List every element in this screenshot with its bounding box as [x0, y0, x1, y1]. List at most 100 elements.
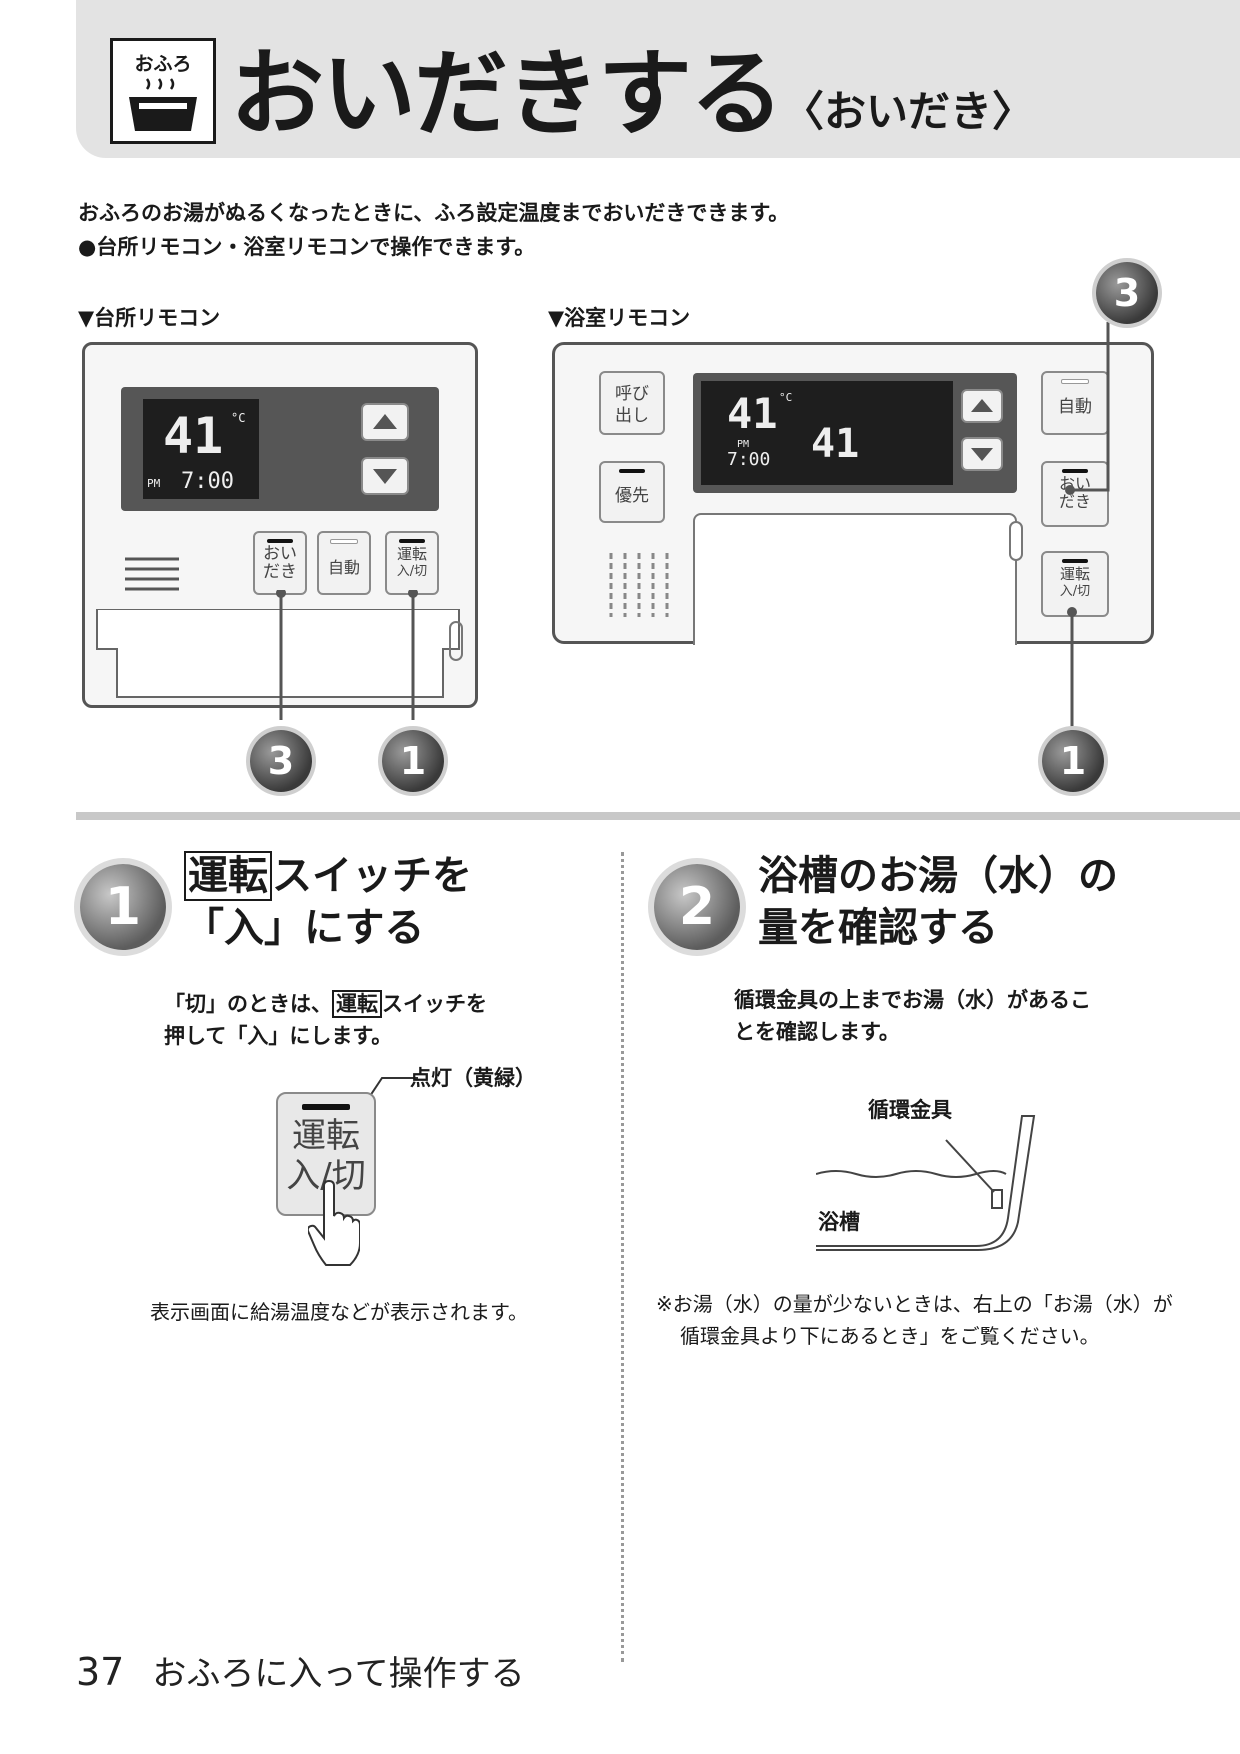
intro-text: おふろのお湯がぬるくなったときに、ふろ設定温度までおいだきできます。 ●台所リモ…	[78, 196, 789, 264]
up-arrow-icon	[971, 399, 993, 412]
call-label-2: 出し	[615, 406, 649, 426]
kitchen-power-button[interactable]: 運転 入/切	[385, 531, 439, 595]
kitchen-lcd-screen: 41 °C PM 7:00	[143, 399, 259, 499]
bath-tub-temp-readout: 41	[811, 421, 860, 467]
kitchen-auto-button[interactable]: 自動	[317, 531, 371, 595]
bath-oidaki-button[interactable]: おい だき	[1041, 461, 1109, 527]
step-1-body: 「切」のときは、運転スイッチを 押して「入」にします。	[164, 988, 487, 1052]
intro-line-2: ●台所リモコン・浴室リモコンで操作できます。	[78, 235, 536, 259]
power-lamp	[1062, 559, 1088, 563]
kitchen-latch	[449, 621, 463, 661]
step-1-title-line-1: 運転スイッチを	[184, 850, 472, 902]
step-2-title: 浴槽のお湯（水）の 量を確認する	[758, 850, 1118, 954]
bath-temp-readout: 41	[727, 389, 778, 438]
power-label-2: 入/切	[396, 564, 428, 579]
step-2-body-line-2: とを確認します。	[734, 1020, 900, 1044]
bath-category-icon: おふろ	[110, 38, 216, 144]
priority-label: 優先	[615, 486, 649, 506]
kitchen-time: 7:00	[181, 469, 234, 494]
step-1-btn-label-1: 運転	[292, 1116, 360, 1156]
speaker-grille-icon	[125, 557, 179, 591]
pointing-finger-icon	[308, 1180, 360, 1266]
step-2-title-line-1: 浴槽のお湯（水）の	[758, 853, 1118, 899]
bath-leader-lines	[1065, 322, 1110, 732]
power-label-1: 運転	[396, 545, 427, 563]
section-divider	[76, 812, 1240, 820]
step-1-title-rest: スイッチを	[272, 853, 472, 899]
bath-ampm: PM	[737, 439, 750, 450]
page-title: おいだきする〈おいだき〉	[230, 48, 1034, 142]
step-1-title-line-2: 「入」にする	[184, 905, 425, 951]
bath-power-button[interactable]: 運転 入/切	[1041, 551, 1109, 617]
kitchen-remote-label: ▼台所リモコン	[78, 306, 221, 330]
kitchen-down-button[interactable]	[361, 457, 409, 495]
bathtub-cross-section	[816, 1115, 1036, 1251]
title-main: おいだきする	[230, 40, 784, 149]
bath-lcd-screen: 41 °C PM 7:00 41	[701, 381, 953, 485]
bath-remote: 呼び 出し 優先 41 °C PM 7:00 41 自動 おい だき	[552, 342, 1154, 645]
call-label-1: 呼び	[615, 384, 649, 404]
bath-down-button[interactable]	[961, 437, 1003, 471]
auto-label: 自動	[327, 558, 360, 577]
down-arrow-icon	[971, 448, 993, 461]
step-1-title: 運転スイッチを 「入」にする	[184, 850, 472, 954]
page-number: 37	[76, 1650, 125, 1694]
lamp-note: 点灯（黄緑）	[410, 1066, 536, 1090]
kitchen-oidaki-button[interactable]: おい だき	[253, 531, 307, 595]
bath-latch	[1009, 521, 1023, 561]
oidaki-label-2: だき	[263, 562, 297, 582]
step-2-number: 2	[654, 864, 740, 950]
bath-callout-1: 1	[1042, 730, 1104, 792]
step-2-body: 循環金具の上までお湯（水）があるこ とを確認します。	[734, 984, 1091, 1048]
bath-remote-label: ▼浴室リモコン	[548, 306, 691, 330]
power-switch-label: 運転	[184, 851, 272, 901]
power-lamp	[399, 539, 425, 543]
kitchen-temp-unit: °C	[231, 411, 246, 425]
auto-lamp	[330, 539, 358, 544]
kitchen-ampm: PM	[147, 477, 161, 490]
power-label-1: 運転	[1059, 565, 1090, 583]
down-arrow-icon	[373, 469, 397, 484]
step-2-note-line-2: 循環金具より下にあるとき」をご覧ください。	[680, 1324, 1100, 1348]
kitchen-lcd-panel: 41 °C PM 7:00	[121, 387, 439, 511]
step-2-body-line-1: 循環金具の上までお湯（水）があるこ	[734, 988, 1091, 1012]
oidaki-label-1: おい	[263, 544, 297, 564]
bath-up-button[interactable]	[961, 389, 1003, 423]
bath-cover-panel	[693, 513, 1017, 645]
bath-callout-3: 3	[1096, 262, 1158, 324]
title-sub: 〈おいだき〉	[782, 87, 1035, 136]
step-1-body-post: スイッチを	[382, 992, 487, 1016]
fitting-label: 循環金具	[868, 1098, 952, 1122]
section-name: おふろに入って操作する	[152, 1654, 525, 1694]
kitchen-callout-3: 3	[250, 730, 312, 792]
kitchen-callout-1: 1	[382, 730, 444, 792]
step-2-title-line-2: 量を確認する	[758, 905, 998, 951]
bathtub-icon	[129, 78, 197, 131]
kitchen-remote: 41 °C PM 7:00 おい だき 自動 運転 入/切	[82, 342, 478, 708]
power-label-2: 入/切	[1059, 584, 1091, 599]
priority-lamp	[619, 469, 645, 473]
auto-label: 自動	[1058, 397, 1092, 417]
bath-lcd-panel: 41 °C PM 7:00 41	[693, 373, 1017, 493]
auto-lamp	[1061, 379, 1089, 384]
step-1-body-pre: 「切」のときは、	[164, 992, 332, 1016]
header-band	[76, 0, 1240, 158]
oidaki-lamp	[267, 539, 293, 543]
kitchen-up-button[interactable]	[361, 403, 409, 441]
kitchen-temp-readout: 41	[163, 407, 224, 465]
step-1-body-boxed: 運転	[332, 990, 382, 1018]
tub-label: 浴槽	[818, 1210, 860, 1234]
step-1-power-lamp	[302, 1104, 350, 1110]
column-divider	[621, 852, 624, 1662]
step-1-body-line-1: 「切」のときは、運転スイッチを	[164, 988, 487, 1020]
kitchen-leader-lines	[276, 590, 418, 720]
bath-priority-button[interactable]: 優先	[599, 461, 665, 523]
bath-temp-unit: °C	[779, 391, 793, 404]
bath-call-button[interactable]: 呼び 出し	[599, 371, 665, 435]
oidaki-lamp	[1062, 469, 1088, 473]
step-2-note-line-1: ※お湯（水）の量が少ないときは、右上の「お湯（水）が	[656, 1292, 1173, 1316]
step-1-number: 1	[80, 864, 166, 950]
intro-line-1: おふろのお湯がぬるくなったときに、ふろ設定温度までおいだきできます。	[78, 201, 790, 225]
bath-time: 7:00	[727, 449, 771, 470]
page-footer: 37 おふろに入って操作する	[76, 1646, 525, 1695]
